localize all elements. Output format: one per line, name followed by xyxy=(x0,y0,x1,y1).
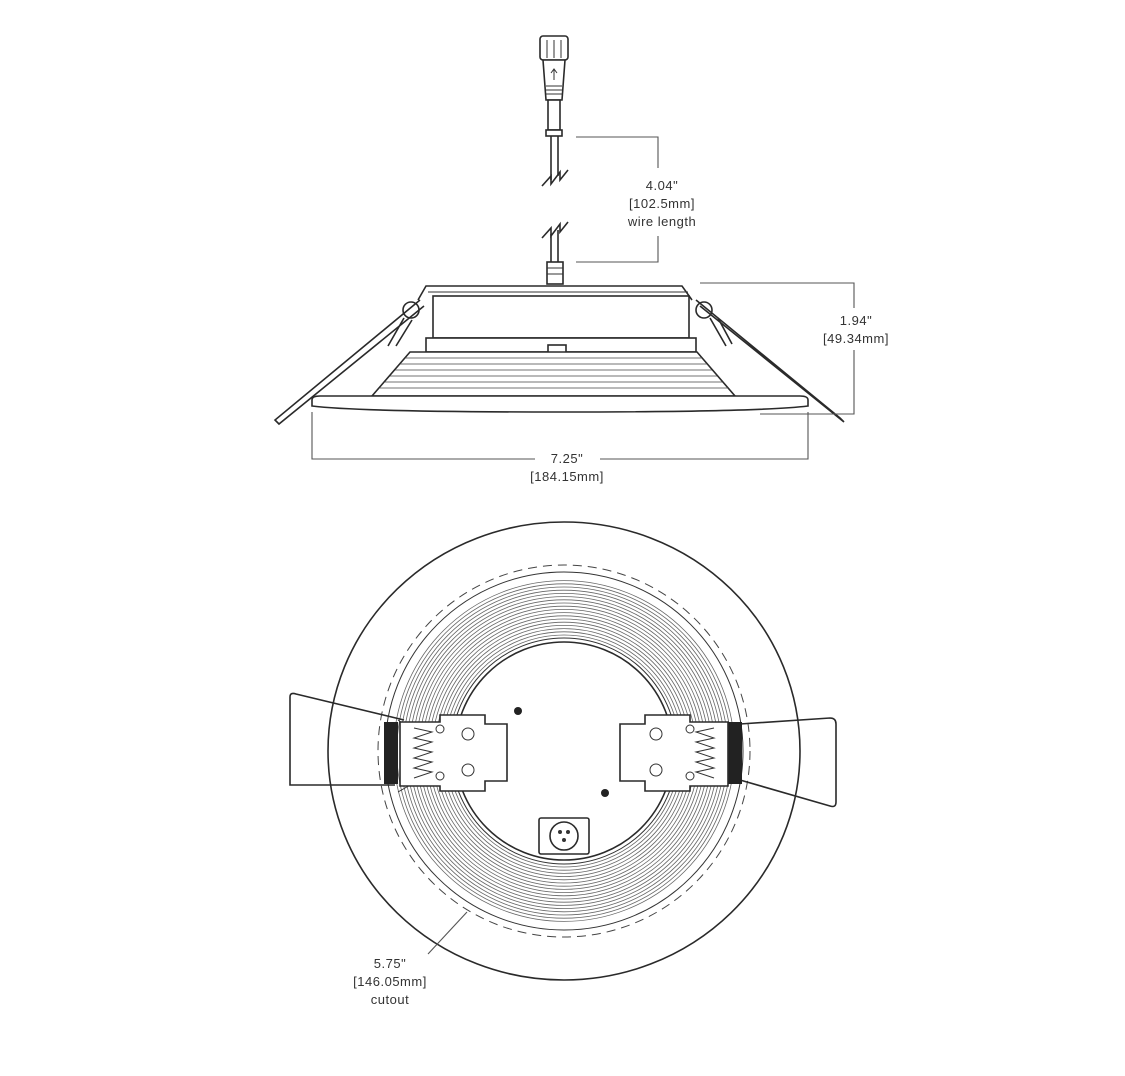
cutout-note: cutout xyxy=(371,992,409,1007)
mounting-clip-right xyxy=(619,714,837,808)
spring-right xyxy=(694,727,716,779)
height-inches: 1.94" xyxy=(840,313,872,328)
width-mm: [184.15mm] xyxy=(530,469,604,484)
spring-clip-left xyxy=(273,299,425,426)
cutout-inches: 5.75" xyxy=(374,956,406,971)
spring-left xyxy=(412,727,434,779)
side-view: 4.04" [102.5mm] wire length xyxy=(273,35,889,484)
wire xyxy=(541,136,569,285)
connector-plug xyxy=(539,35,569,137)
height-mm: [49.34mm] xyxy=(823,331,889,346)
width-inches: 7.25" xyxy=(551,451,583,466)
wire-length-inches: 4.04" xyxy=(646,178,678,193)
screw-hole xyxy=(601,789,609,797)
cutout-dimension: 5.75" [146.05mm] cutout xyxy=(353,911,468,1007)
spring-clip-right xyxy=(695,299,845,423)
screw-hole xyxy=(514,707,522,715)
height-dimension: 1.94" [49.34mm] xyxy=(700,282,889,415)
width-dimension: 7.25" [184.15mm] xyxy=(311,412,809,484)
mounting-clip-left xyxy=(289,692,508,793)
baffle-grooves xyxy=(380,357,728,389)
wire-length-mm: [102.5mm] xyxy=(629,196,695,211)
wire-length-note: wire length xyxy=(627,214,696,229)
housing xyxy=(311,285,809,413)
wire-length-dimension: 4.04" [102.5mm] wire length xyxy=(576,136,696,263)
trim-outer-edge xyxy=(327,521,801,981)
cutout-mm: [146.05mm] xyxy=(353,974,427,989)
bottom-view: 5.75" [146.05mm] cutout xyxy=(289,521,837,1007)
cutout-dashed-circle xyxy=(377,564,751,938)
connector-socket xyxy=(538,817,590,855)
